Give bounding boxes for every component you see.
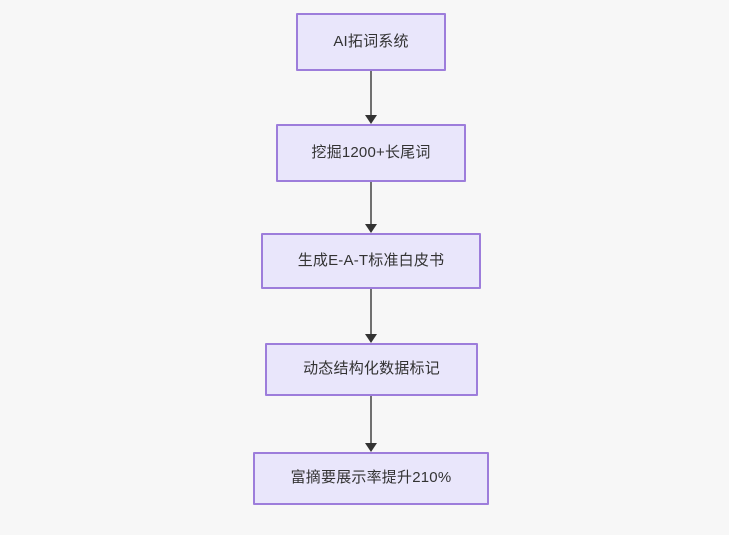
flow-node-label: 挖掘1200+长尾词 bbox=[311, 143, 431, 161]
flow-node-label: 富摘要展示率提升210% bbox=[290, 469, 452, 487]
flow-edge-4 bbox=[361, 396, 381, 452]
flow-node-label: 生成E-A-T标准白皮书 bbox=[297, 251, 445, 269]
edge-line bbox=[370, 289, 372, 335]
flow-node-generate-eat-whitepaper[interactable]: 生成E-A-T标准白皮书 bbox=[261, 233, 481, 289]
arrow-head-icon bbox=[365, 224, 377, 233]
flow-node-label: 动态结构化数据标记 bbox=[303, 360, 440, 378]
flow-edge-1 bbox=[361, 71, 381, 124]
arrow-head-icon bbox=[365, 115, 377, 124]
flow-node-rich-snippet-uplift[interactable]: 富摘要展示率提升210% bbox=[253, 452, 489, 505]
flow-edge-3 bbox=[361, 289, 381, 343]
flow-edge-2 bbox=[361, 182, 381, 233]
edge-line bbox=[370, 71, 372, 116]
edge-line bbox=[370, 396, 372, 444]
arrow-head-icon bbox=[365, 443, 377, 452]
arrow-head-icon bbox=[365, 334, 377, 343]
flow-node-mine-longtail-keywords[interactable]: 挖掘1200+长尾词 bbox=[276, 124, 466, 182]
flow-node-label: AI拓词系统 bbox=[333, 32, 409, 50]
flow-node-ai-keyword-system[interactable]: AI拓词系统 bbox=[296, 13, 446, 71]
edge-line bbox=[370, 182, 372, 225]
flow-node-dynamic-structured-data[interactable]: 动态结构化数据标记 bbox=[265, 343, 478, 396]
